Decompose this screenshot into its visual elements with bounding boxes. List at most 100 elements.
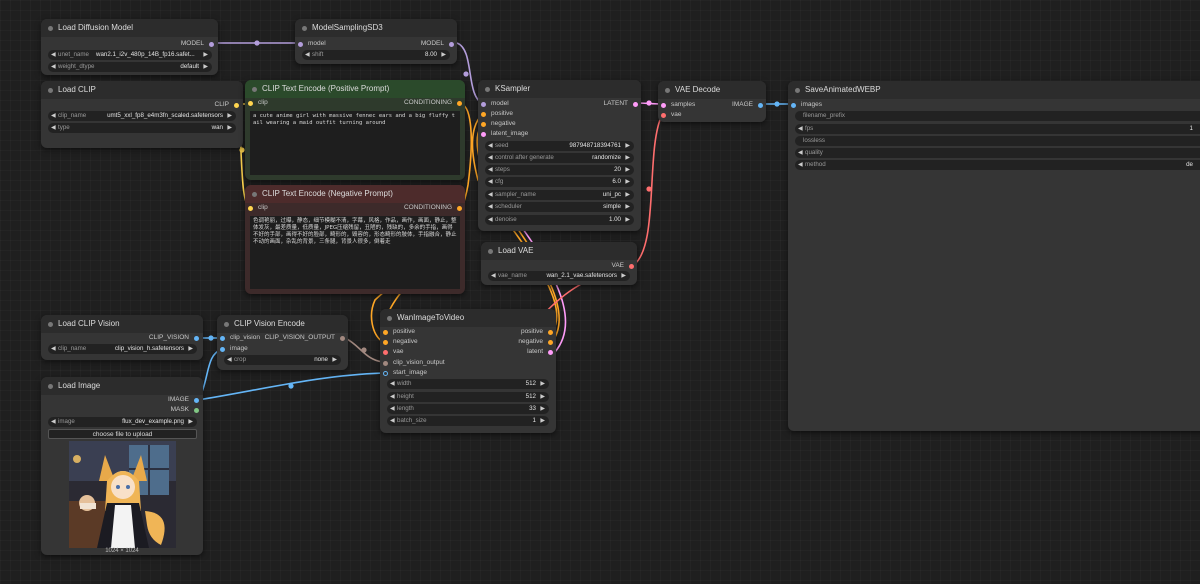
save-animated-webp-node[interactable]: SaveAnimatedWEBP images filename_prefix … bbox=[788, 81, 1200, 431]
negative-output[interactable]: negative bbox=[518, 337, 553, 347]
clip-vision-output-pin-icon[interactable] bbox=[383, 360, 388, 366]
clip-vision-input-pin-icon[interactable] bbox=[220, 335, 225, 341]
latent-output-pin-icon[interactable] bbox=[633, 101, 638, 107]
node-title[interactable]: Load CLIP bbox=[41, 81, 243, 99]
collapse-dot-icon[interactable] bbox=[665, 88, 670, 93]
arrow-left-icon[interactable]: ◀ bbox=[488, 204, 493, 210]
arrow-left-icon[interactable]: ◀ bbox=[51, 346, 56, 352]
collapse-dot-icon[interactable] bbox=[48, 26, 53, 31]
choose-file-upload-button[interactable]: choose file to upload bbox=[48, 429, 197, 439]
arrow-right-icon[interactable]: ▶ bbox=[540, 394, 545, 400]
clip-output-pin-icon[interactable] bbox=[234, 102, 239, 108]
clip-input-pin-icon[interactable] bbox=[248, 205, 253, 211]
vae-input-pin-icon[interactable] bbox=[661, 112, 666, 118]
arrow-right-icon[interactable]: ▶ bbox=[540, 418, 545, 424]
vae-input[interactable]: vae bbox=[383, 347, 403, 357]
clip-text-encode-positive-node[interactable]: CLIP Text Encode (Positive Prompt) clip … bbox=[245, 80, 465, 180]
vae-output[interactable]: VAE bbox=[611, 261, 634, 271]
start-image-input[interactable]: start_image bbox=[383, 368, 427, 378]
conditioning-output[interactable]: CONDITIONING bbox=[404, 98, 462, 108]
negative-input[interactable]: negative bbox=[481, 119, 516, 129]
arrow-left-icon[interactable]: ◀ bbox=[305, 52, 310, 58]
arrow-right-icon[interactable]: ▶ bbox=[625, 204, 630, 210]
collapse-dot-icon[interactable] bbox=[795, 88, 800, 93]
clip-output[interactable]: CLIP bbox=[215, 100, 239, 110]
clip-text-encode-negative-node[interactable]: CLIP Text Encode (Negative Prompt) clip … bbox=[245, 185, 465, 294]
wan-image-to-video-node[interactable]: WanImageToVideo positive negative vae cl… bbox=[380, 309, 556, 433]
collapse-dot-icon[interactable] bbox=[302, 26, 307, 31]
positive-prompt-textarea[interactable]: a cute anime girl with massive fennec ea… bbox=[250, 111, 460, 175]
positive-input-pin-icon[interactable] bbox=[383, 329, 388, 335]
conditioning-output[interactable]: CONDITIONING bbox=[404, 203, 462, 213]
collapse-dot-icon[interactable] bbox=[48, 384, 53, 389]
collapse-dot-icon[interactable] bbox=[252, 87, 257, 92]
node-title[interactable]: CLIP Text Encode (Positive Prompt) bbox=[245, 80, 465, 98]
image-input[interactable]: image bbox=[220, 344, 248, 354]
arrow-right-icon[interactable]: ▶ bbox=[625, 179, 630, 185]
node-title[interactable]: SaveAnimatedWEBP bbox=[788, 81, 1200, 99]
latent-input-pin-icon[interactable] bbox=[481, 131, 486, 137]
clip-vision-output-pin-icon[interactable] bbox=[340, 335, 345, 341]
arrow-left-icon[interactable]: ◀ bbox=[390, 418, 395, 424]
arrow-left-icon[interactable]: ◀ bbox=[390, 381, 395, 387]
clip-input-pin-icon[interactable] bbox=[248, 100, 253, 106]
model-output-pin-icon[interactable] bbox=[209, 41, 214, 47]
arrow-left-icon[interactable]: ◀ bbox=[51, 419, 56, 425]
samples-input-pin-icon[interactable] bbox=[661, 102, 666, 108]
arrow-left-icon[interactable]: ◀ bbox=[488, 179, 493, 185]
arrow-left-icon[interactable]: ◀ bbox=[51, 113, 56, 119]
negative-input-pin-icon[interactable] bbox=[481, 121, 486, 127]
mask-output-pin-icon[interactable] bbox=[194, 407, 199, 413]
negative-input-pin-icon[interactable] bbox=[383, 339, 388, 345]
image-output-pin-icon[interactable] bbox=[758, 102, 763, 108]
arrow-left-icon[interactable]: ◀ bbox=[488, 143, 493, 149]
node-title[interactable]: WanImageToVideo bbox=[380, 309, 556, 327]
arrow-right-icon[interactable]: ▶ bbox=[227, 113, 232, 119]
quality-widget[interactable]: ◀quality bbox=[795, 148, 1200, 158]
model-input[interactable]: model bbox=[481, 99, 509, 109]
model-input[interactable]: model bbox=[298, 39, 326, 49]
clip-vision-output-input[interactable]: clip_vision_output bbox=[383, 358, 445, 368]
arrow-right-icon[interactable]: ▶ bbox=[540, 406, 545, 412]
node-title[interactable]: CLIP Text Encode (Negative Prompt) bbox=[245, 185, 465, 203]
arrow-right-icon[interactable]: ▶ bbox=[625, 155, 630, 161]
arrow-right-icon[interactable]: ▶ bbox=[188, 419, 193, 425]
arrow-left-icon[interactable]: ◀ bbox=[488, 192, 493, 198]
arrow-right-icon[interactable]: ▶ bbox=[625, 167, 630, 173]
arrow-left-icon[interactable]: ◀ bbox=[227, 357, 232, 363]
latent-output[interactable]: latent bbox=[527, 347, 553, 357]
start-image-pin-icon[interactable] bbox=[383, 370, 388, 376]
clip-input[interactable]: clip bbox=[248, 98, 268, 108]
node-title[interactable]: Load Image bbox=[41, 377, 203, 395]
node-title[interactable]: Load CLIP Vision bbox=[41, 315, 203, 333]
positive-output-pin-icon[interactable] bbox=[548, 329, 553, 335]
model-input-pin-icon[interactable] bbox=[298, 41, 303, 47]
filename-prefix-widget[interactable]: filename_prefix bbox=[795, 111, 1200, 121]
arrow-left-icon[interactable]: ◀ bbox=[51, 125, 56, 131]
arrow-left-icon[interactable]: ◀ bbox=[488, 155, 493, 161]
clip-input[interactable]: clip bbox=[248, 203, 268, 213]
images-input[interactable]: images bbox=[791, 100, 822, 110]
image-output[interactable]: IMAGE bbox=[168, 395, 199, 405]
node-title[interactable]: Load VAE bbox=[481, 242, 637, 260]
arrow-right-icon[interactable]: ▶ bbox=[621, 273, 626, 279]
image-input-pin-icon[interactable] bbox=[220, 346, 225, 352]
vae-output-pin-icon[interactable] bbox=[629, 263, 634, 269]
